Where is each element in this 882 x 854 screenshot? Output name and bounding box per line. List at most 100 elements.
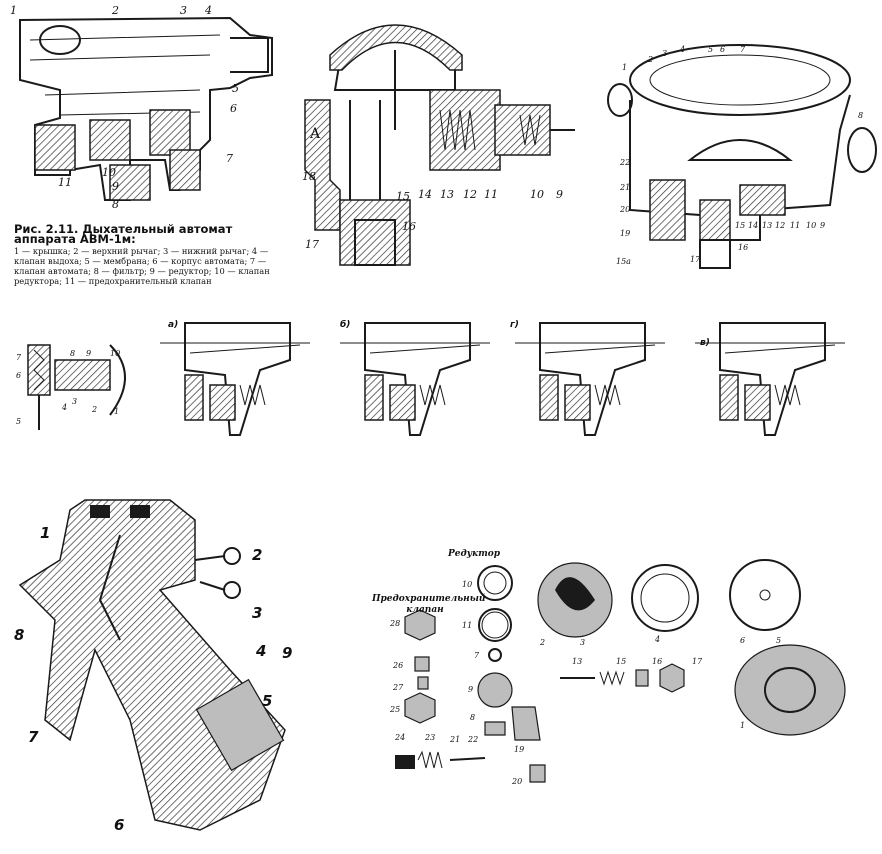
callout-label: 11 xyxy=(484,188,498,201)
callout-label: 6 xyxy=(16,371,21,380)
callout-label: 10 xyxy=(462,580,472,589)
callout-label: 4 xyxy=(679,45,685,54)
callout-label: 9 xyxy=(556,188,563,201)
callout-label: 15а xyxy=(616,257,631,266)
callout-label: 24 xyxy=(394,733,405,742)
phase-diagram-a: а) xyxy=(160,320,310,436)
callout-label: 17 xyxy=(692,657,703,666)
callout-label: 15 xyxy=(735,221,745,230)
callout-label: 8 xyxy=(70,349,75,358)
callout-label: 6 xyxy=(720,45,725,54)
phase-label: б) xyxy=(340,319,350,330)
callout-label: 2 xyxy=(91,405,97,414)
phase-diagram-v: в) xyxy=(695,322,845,436)
callout-label: 9 xyxy=(820,221,825,230)
callout-label: 9 xyxy=(86,349,91,358)
callout-label: 16 xyxy=(402,220,416,233)
callout-label: 17 xyxy=(690,255,701,264)
callout-label: 19 xyxy=(620,229,630,238)
callout-label: 11 xyxy=(462,621,472,630)
callout-label: 21 xyxy=(449,735,460,744)
callout-label: 13 xyxy=(762,221,772,230)
figure-caption: Рис. 2.11. Дыхательный автомат аппарата … xyxy=(14,222,289,286)
callout-label: 5 xyxy=(16,417,21,426)
callout-label: 3 xyxy=(252,604,262,622)
figure-legend: 1 — крышка; 2 — верхний рычаг; 3 — нижни… xyxy=(14,246,270,286)
callout-label: 5 xyxy=(708,45,713,54)
callout-label: 26 xyxy=(392,661,403,670)
callout-label: 28 xyxy=(389,619,400,628)
callout-label: 5 xyxy=(232,82,239,95)
figure-title: Рис. 2.11. Дыхательный автомат аппарата … xyxy=(14,222,233,246)
chamber-label: A xyxy=(309,126,321,142)
callout-label: 4 xyxy=(654,635,660,644)
callout-label: 5 xyxy=(262,692,272,710)
callout-label: 17 xyxy=(305,238,319,251)
callout-label: 4 xyxy=(255,642,266,660)
operation-phases: а) б) г) в) xyxy=(160,319,845,436)
phase-label: г) xyxy=(510,320,519,330)
exploded-view-drawing: Редуктор 10 11 28 7 9 26 27 25 8 22 19 2… xyxy=(389,549,846,786)
callout-label: 2 xyxy=(111,4,119,17)
callout-label: 8 xyxy=(858,111,863,120)
callout-label: 6 xyxy=(740,636,745,645)
callout-label: 6 xyxy=(114,816,124,834)
callout-label: 3 xyxy=(72,397,77,406)
callout-label: 4 xyxy=(61,403,67,412)
callout-label: 14 xyxy=(748,221,758,230)
callout-label: 13 xyxy=(572,657,582,666)
callout-label: 16 xyxy=(738,243,748,252)
callout-label: 13 xyxy=(440,188,454,201)
callout-label: 8 xyxy=(14,626,24,644)
callout-label: 3 xyxy=(180,4,187,17)
callout-label: 10 xyxy=(102,166,116,179)
callout-label: 1 xyxy=(10,4,17,17)
callout-label: 6 xyxy=(230,102,237,115)
phase-diagram-g: г) xyxy=(510,320,665,436)
callout-label: 16 xyxy=(652,657,662,666)
callout-label: 7 xyxy=(474,651,480,660)
callout-label: 20 xyxy=(619,205,630,214)
callout-label: 1 xyxy=(114,407,119,416)
callout-label: 27 xyxy=(392,683,404,692)
callout-label: 7 xyxy=(16,353,22,362)
reducer-detail-drawing: 7 6 8 9 10 5 4 3 2 1 xyxy=(16,344,126,430)
callout-label: 19 xyxy=(514,745,524,754)
callout-label: 15 xyxy=(616,657,626,666)
callout-label: 11 xyxy=(58,176,72,189)
callout-label: 9 xyxy=(282,644,292,662)
callout-label: 7 xyxy=(740,45,746,54)
callout-label: 3 xyxy=(580,638,585,647)
callout-label: 12 xyxy=(775,221,785,230)
figure-211-drawing: 1 2 3 4 5 6 7 8 9 10 11 xyxy=(10,4,273,211)
callout-label: 10 xyxy=(530,188,544,201)
callout-label: 22 xyxy=(467,735,478,744)
group-label-safety-valve: Предохранительный клапан xyxy=(372,594,486,615)
callout-label: 18 xyxy=(302,170,316,183)
callout-label: 10 xyxy=(110,349,120,358)
section-view-drawing: A 18 17 16 15 14 13 12 11 10 9 xyxy=(302,24,575,266)
callout-label: 2 xyxy=(647,55,653,64)
callout-label: 25 xyxy=(389,705,400,714)
phase-diagram-b: б) xyxy=(340,319,490,436)
callout-label: 2 xyxy=(252,546,262,564)
phase-label: а) xyxy=(168,320,178,330)
callout-label: 7 xyxy=(28,728,39,746)
callout-label: 14 xyxy=(418,188,432,201)
callout-label: 10 xyxy=(806,221,816,230)
callout-label: 11 xyxy=(790,221,800,230)
callout-label: 2 xyxy=(539,638,545,647)
callout-label: 12 xyxy=(463,188,477,201)
callout-label: 8 xyxy=(112,198,119,211)
callout-label: 4 xyxy=(204,4,212,17)
callout-label: 1 xyxy=(740,721,745,730)
perspective-view-drawing: 1 2 3 4 5 6 7 8 22 21 20 19 15а 17 16 15… xyxy=(607,44,877,269)
callout-label: 1 xyxy=(40,524,50,542)
callout-label: 9 xyxy=(112,180,119,193)
callout-label: 23 xyxy=(424,733,435,742)
callout-label: 22 xyxy=(619,158,630,167)
callout-label: 20 xyxy=(511,777,522,786)
callout-label: 7 xyxy=(226,152,233,165)
callout-label: 5 xyxy=(776,636,781,645)
